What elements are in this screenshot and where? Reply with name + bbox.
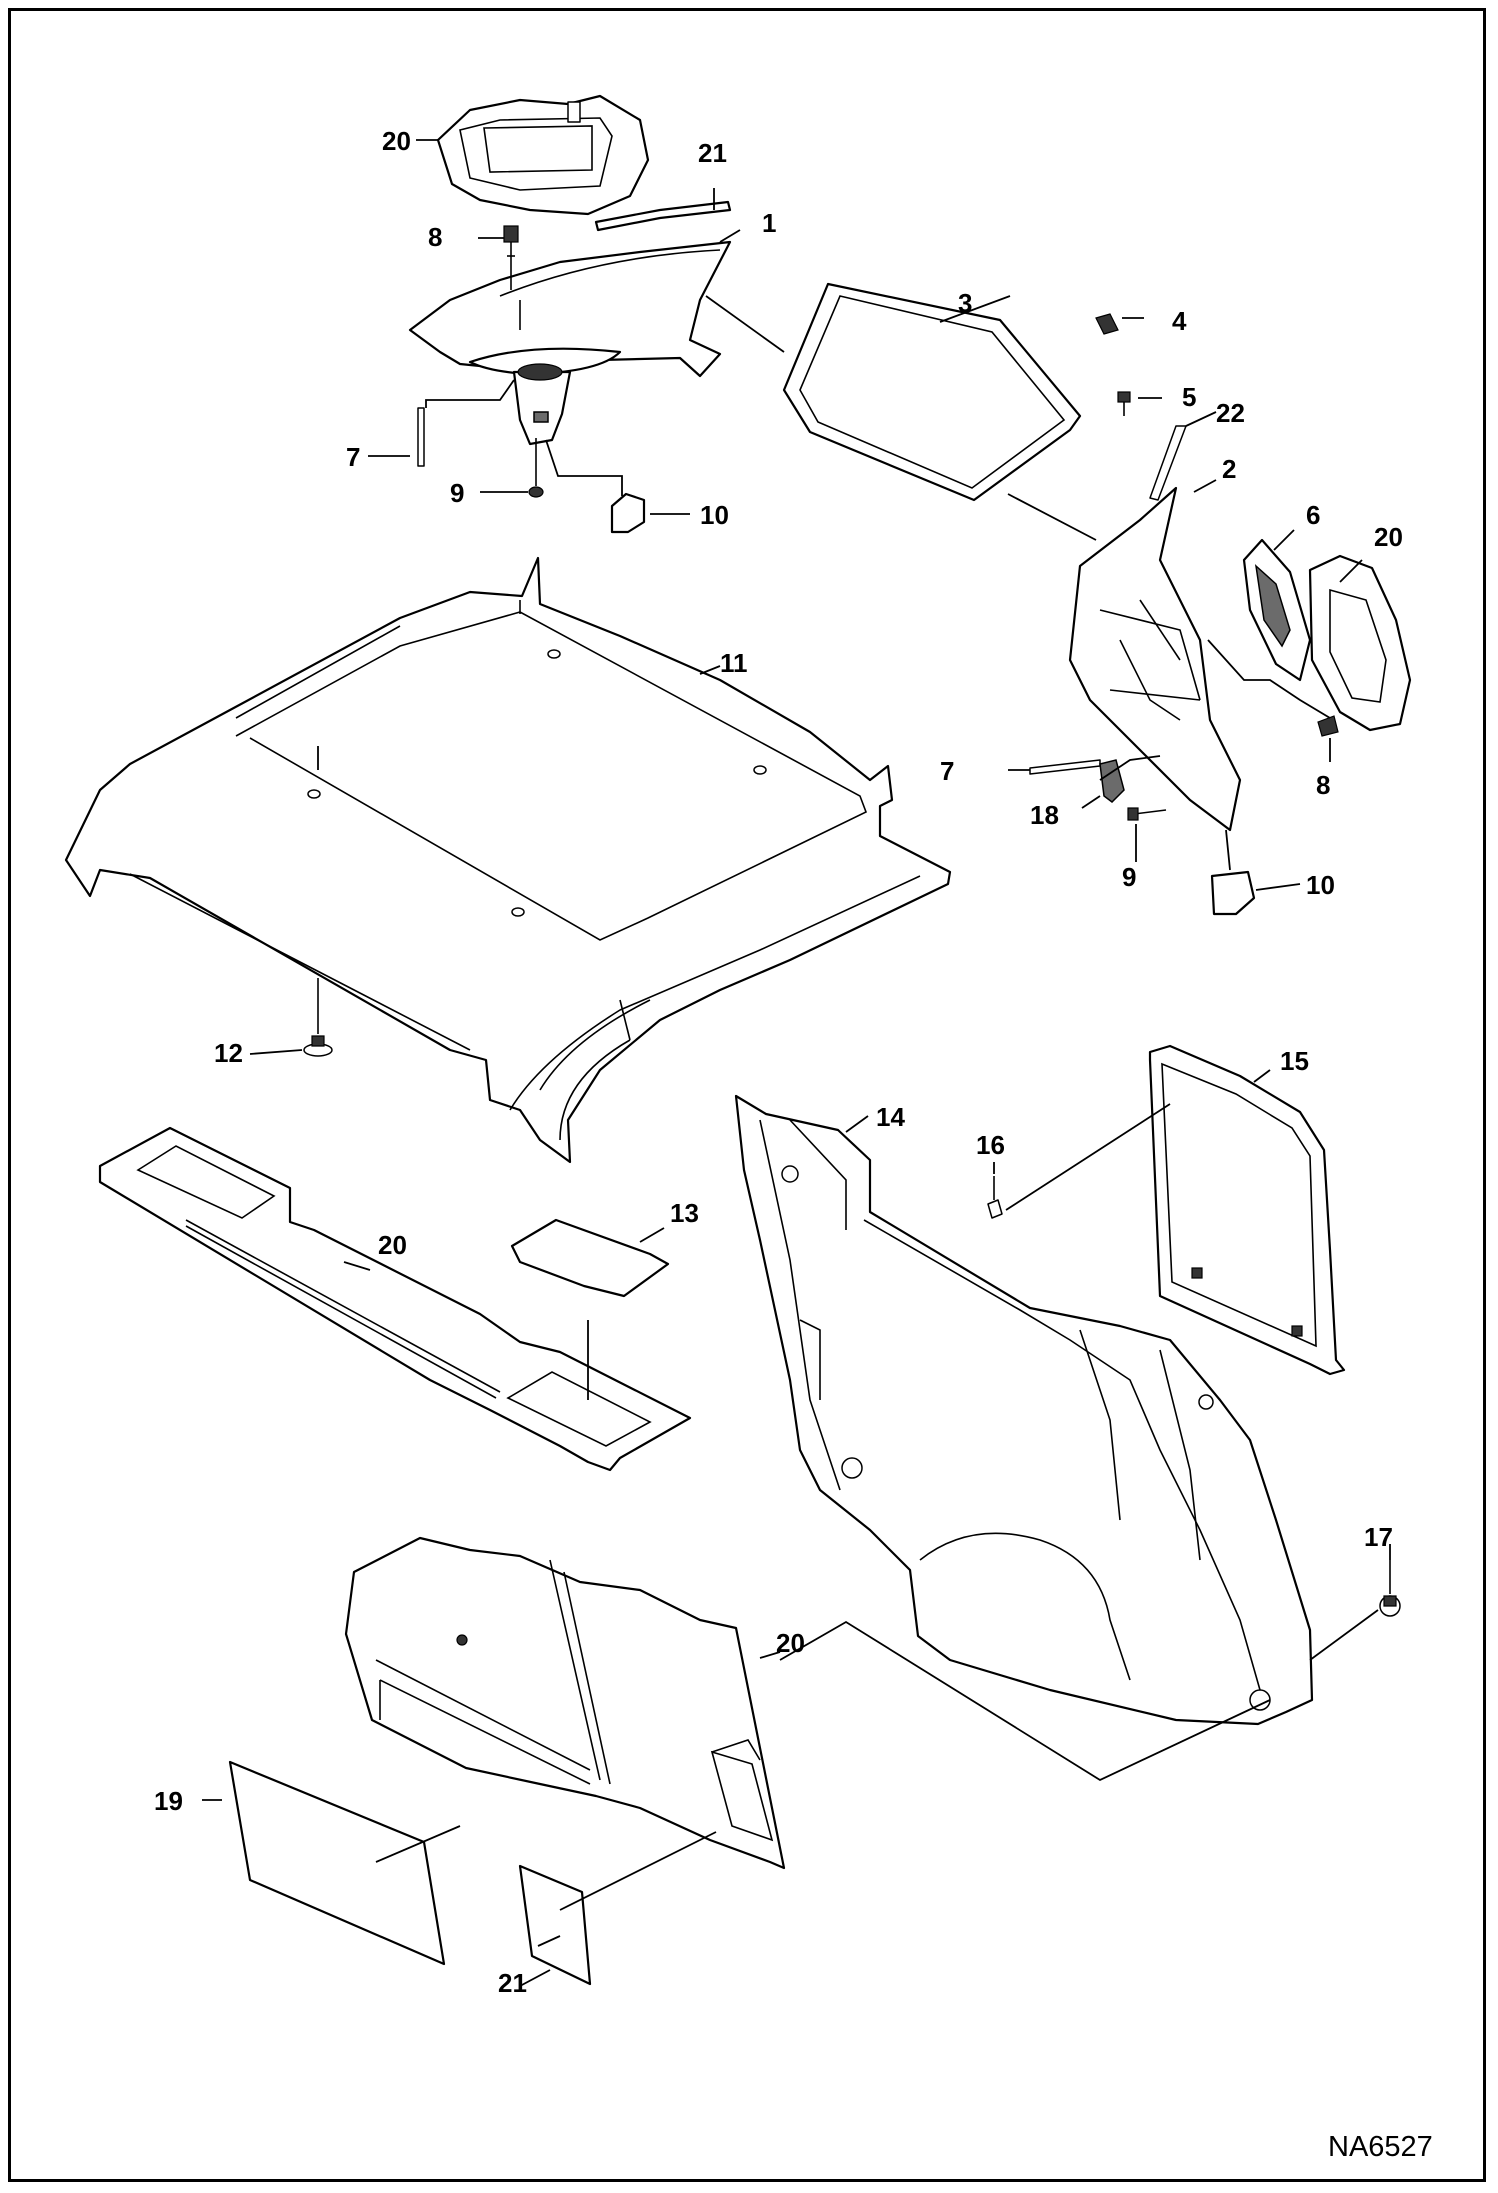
part-10-bracket-right [1210, 870, 1256, 916]
part-11-headliner [64, 556, 952, 1164]
callout-13: 13 [670, 1198, 699, 1228]
part-20-right-insulation [1308, 554, 1412, 732]
callout-labels: 20 21 8 1 3 4 5 22 2 6 20 7 9 10 11 7 8 … [154, 126, 1403, 1998]
callout-7-left: 7 [346, 442, 360, 472]
callout-6: 6 [1306, 500, 1320, 530]
part-18-clip [1099, 759, 1125, 803]
callout-4: 4 [1172, 306, 1187, 336]
callout-10-right: 10 [1306, 870, 1335, 900]
part-9-screw-left [528, 438, 544, 498]
callout-15: 15 [1280, 1046, 1309, 1076]
callout-22: 21 [498, 1968, 527, 1998]
part-5-screw [1117, 391, 1131, 416]
part-20-top-insulation [436, 94, 650, 216]
part-16-clip [987, 1176, 1003, 1219]
callout-20-floor: 20 [378, 1230, 407, 1260]
callout-10-left: 10 [700, 500, 729, 530]
part-20-rear-panel [344, 1536, 786, 1870]
callout-8-right: 8 [1316, 770, 1330, 800]
part-8-fastener-top [503, 225, 519, 290]
part-21-right-strip [1149, 425, 1187, 501]
part-15-side-trim [1148, 1044, 1346, 1376]
callout-20-rear: 20 [776, 1628, 805, 1658]
part-13-pad [510, 1218, 670, 1298]
callout-12: 12 [214, 1038, 243, 1068]
part-20-floor-insulation [98, 1126, 692, 1472]
callout-5: 5 [1182, 382, 1196, 412]
callout-9-left: 9 [450, 478, 464, 508]
part-22-pad [518, 1864, 592, 1986]
part-8-fastener-right [1317, 715, 1339, 737]
part-4-clip [1095, 313, 1119, 335]
callout-21-top: 21 [698, 138, 727, 168]
callout-20-right: 20 [1374, 522, 1403, 552]
part-17-push-pin [1379, 1560, 1401, 1617]
drawing-reference-code: NA6527 [1328, 2131, 1433, 2163]
callout-7-right: 7 [940, 756, 954, 786]
callout-18: 18 [1030, 800, 1059, 830]
callout-17: 17 [1364, 1522, 1393, 1552]
callout-19: 19 [154, 1786, 183, 1816]
part-7-pin-left [417, 407, 425, 467]
part-6-speaker-grille [1242, 538, 1312, 682]
part-19-pad [228, 1760, 446, 1966]
part-14-side-panel [734, 1094, 1314, 1726]
callout-2: 2 [1222, 454, 1236, 484]
callout-14: 14 [876, 1102, 905, 1132]
part-2-right-speaker-pod [1068, 486, 1242, 832]
part-21-top-strip [594, 200, 732, 232]
part-7-pin-right [1029, 759, 1101, 775]
part-12-push-pin [303, 978, 333, 1057]
callout-9-right: 9 [1122, 862, 1136, 892]
leader-lines [202, 139, 1391, 1987]
callout-1: 1 [762, 208, 776, 238]
part-10-bracket-left [610, 492, 646, 534]
part-9-screw-right [1127, 807, 1167, 821]
callout-8-top: 8 [428, 222, 442, 252]
callout-11: 11 [720, 648, 748, 678]
callout-3: 3 [958, 288, 972, 318]
callout-20-top: 20 [382, 126, 411, 156]
part-1-left-speaker-pod [408, 240, 732, 446]
callout-21-right: 22 [1216, 398, 1245, 428]
part-3-headliner-panel [782, 282, 1082, 502]
callout-16: 16 [976, 1130, 1005, 1160]
